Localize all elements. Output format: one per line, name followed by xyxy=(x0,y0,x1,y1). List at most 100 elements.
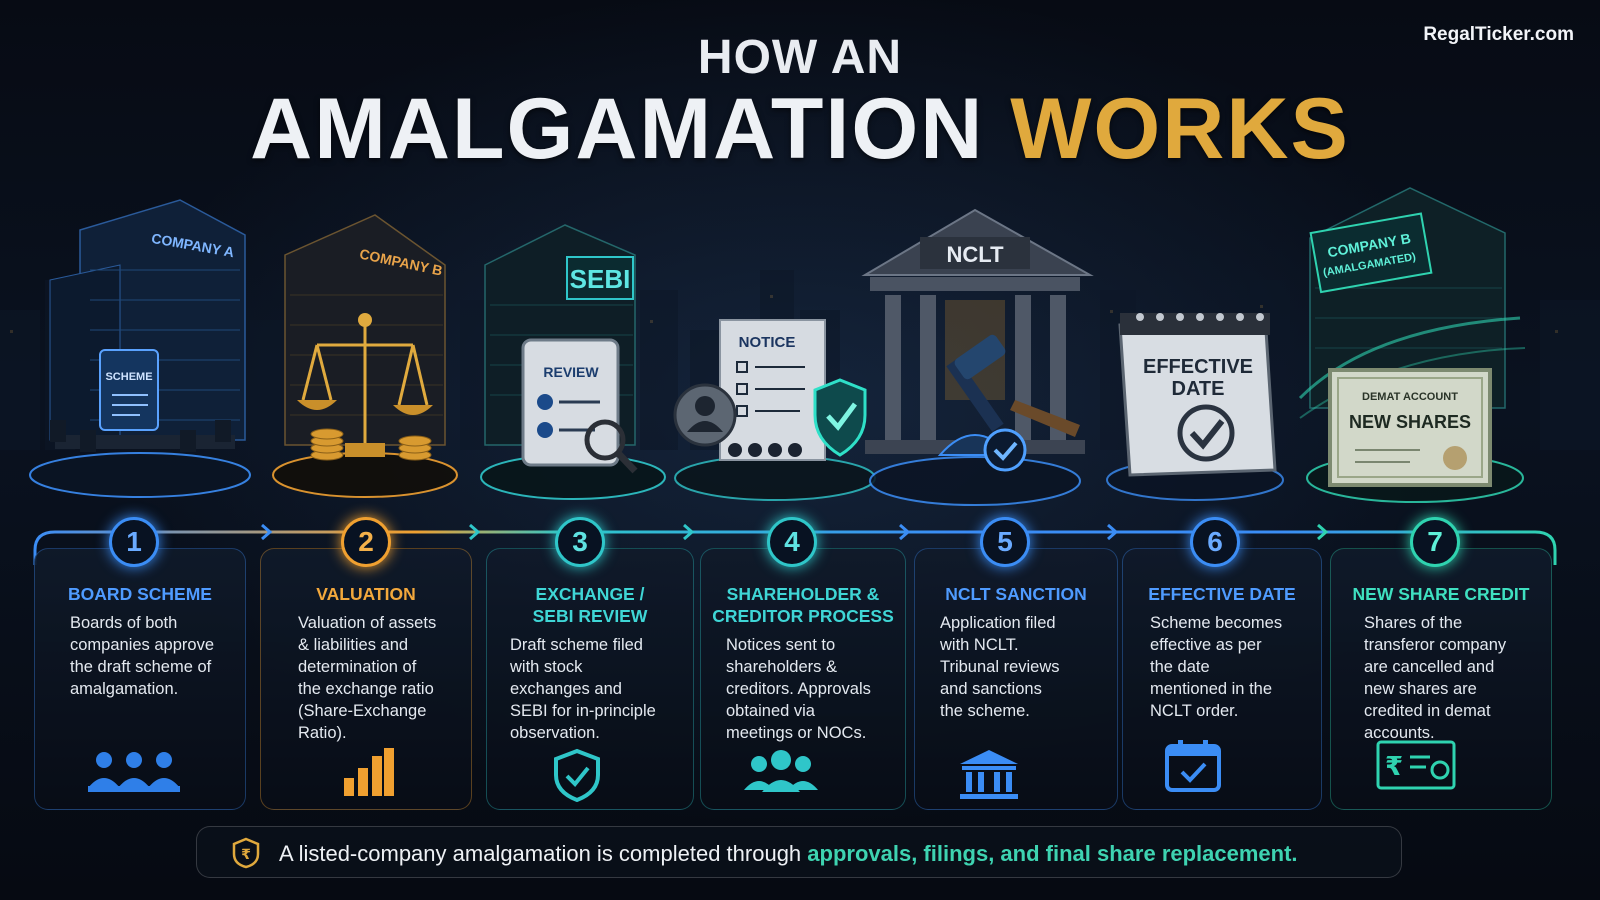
body-line: Shares of the xyxy=(1364,614,1463,632)
step-card-1 xyxy=(34,548,246,810)
body-line: accounts. xyxy=(1364,724,1435,742)
body-line: amalgamation. xyxy=(70,680,179,698)
calendar-check-icon xyxy=(1164,738,1222,799)
body-line: with NCLT. xyxy=(940,636,1019,654)
notice-label: NOTICE xyxy=(739,334,796,351)
scheme-label: SCHEME xyxy=(105,371,152,383)
step-title-6: EFFECTIVE DATE xyxy=(1122,583,1322,605)
illustration-company-b-scales: COMPANY B xyxy=(265,205,465,505)
nclt-label: NCLT xyxy=(946,242,1004,267)
summary-text: A listed-company amalgamation is complet… xyxy=(279,841,1298,867)
step-title-3: EXCHANGE / SEBI REVIEW xyxy=(486,583,694,627)
body-line: with stock xyxy=(510,658,583,676)
body-line: NCLT order. xyxy=(1150,702,1239,720)
step-card-7 xyxy=(1330,548,1552,810)
body-line: credited in demat xyxy=(1364,702,1491,720)
group-icon xyxy=(744,748,818,801)
step-body-3: Draft scheme filed with stock exchanges … xyxy=(510,634,656,744)
step-body-2: Valuation of assets & liabilities and de… xyxy=(298,612,436,744)
step-number-5: 5 xyxy=(980,517,1030,567)
svg-text:₹: ₹ xyxy=(241,847,251,863)
body-line: Ratio). xyxy=(298,724,347,742)
step-body-7: Shares of the transferor company are can… xyxy=(1364,612,1506,744)
body-line: meetings or NOCs. xyxy=(726,724,867,742)
courthouse-icon xyxy=(958,748,1020,805)
step-number-6: 6 xyxy=(1190,517,1240,567)
step-number-7: 7 xyxy=(1410,517,1460,567)
body-line: mentioned in the xyxy=(1150,680,1273,698)
demat-account-label: DEMAT ACCOUNT xyxy=(1362,391,1458,403)
body-line: transferor company xyxy=(1364,636,1507,654)
review-label: REVIEW xyxy=(543,364,599,380)
body-line: companies approve xyxy=(70,636,215,654)
step-title-1: BOARD SCHEME xyxy=(34,583,246,605)
illustration-nclt: NCLT xyxy=(850,205,1105,510)
illustration-company-a: COMPANY A SCHEME xyxy=(20,190,265,505)
step-card-2 xyxy=(260,548,472,810)
step-title-1-line1: BOARD SCHEME xyxy=(68,584,212,604)
shield-check-icon xyxy=(552,748,602,807)
title-line-1: HOW AN xyxy=(697,31,903,84)
body-line: Boards of both xyxy=(70,614,178,632)
svg-text:₹: ₹ xyxy=(1385,752,1403,782)
illustration-sebi-review: SEBI REVIEW xyxy=(475,205,675,505)
summary-text-plain: A listed-company amalgamation is complet… xyxy=(279,841,808,866)
step-body-4: Notices sent to shareholders & creditors… xyxy=(726,634,871,744)
step-title-3-line2: SEBI REVIEW xyxy=(532,606,648,626)
step-title-5-line1: NCLT SANCTION xyxy=(945,584,1087,604)
body-line: effective as per xyxy=(1150,636,1262,654)
body-line: the draft scheme of xyxy=(70,658,212,676)
body-line: are cancelled and xyxy=(1364,658,1495,676)
rupee-shield-icon: ₹ xyxy=(231,837,261,874)
step-title-7-line1: NEW SHARE CREDIT xyxy=(1352,584,1530,604)
body-line: determination of xyxy=(298,658,417,676)
step-title-2: VALUATION xyxy=(260,583,472,605)
step-body-6: Scheme becomes effective as per the date… xyxy=(1150,612,1282,722)
step-body-5: Application filed with NCLT. Tribunal re… xyxy=(940,612,1060,722)
effective-label-line1: EFFECTIVE xyxy=(1143,356,1253,378)
body-line: Scheme becomes xyxy=(1150,614,1283,632)
bar-chart-icon xyxy=(340,748,396,803)
step-number-3: 3 xyxy=(555,517,605,567)
step-title-4-line2: CREDITOR PROCESS xyxy=(712,606,894,626)
body-line: Valuation of assets xyxy=(298,614,437,632)
body-line: and sanctions xyxy=(940,680,1042,698)
step-title-4: SHAREHOLDER & CREDITOR PROCESS xyxy=(700,583,906,627)
body-line: observation. xyxy=(510,724,600,742)
step-number-2: 2 xyxy=(341,517,391,567)
body-line: Tribunal reviews xyxy=(940,658,1060,676)
body-line: (Share-Exchange xyxy=(298,702,427,720)
new-shares-label: NEW SHARES xyxy=(1349,412,1471,432)
illustration-company-b-amalgamated: COMPANY B (AMALGAMATED) DEMAT ACCOUNT NE… xyxy=(1290,178,1535,508)
body-line: exchanges and xyxy=(510,680,622,698)
body-line: shareholders & xyxy=(726,658,837,676)
body-line: Notices sent to xyxy=(726,636,836,654)
effective-label-line2: DATE xyxy=(1172,378,1225,400)
step-body-1: Boards of both companies approve the dra… xyxy=(70,612,214,700)
step-card-3 xyxy=(486,548,694,810)
body-line: Draft scheme filed xyxy=(510,636,643,654)
summary-text-highlight: approvals, filings, and final share repl… xyxy=(807,841,1298,866)
step-title-2-line1: VALUATION xyxy=(316,584,416,604)
body-line: the scheme. xyxy=(940,702,1030,720)
brand-watermark: RegalTicker.com xyxy=(1423,24,1574,45)
step-title-4-line1: SHAREHOLDER & xyxy=(726,584,880,604)
people-icon xyxy=(84,748,184,801)
body-line: new shares are xyxy=(1364,680,1477,698)
step-title-6-line1: EFFECTIVE DATE xyxy=(1148,584,1296,604)
body-line: SEBI for in-principle xyxy=(510,702,656,720)
step-number-4: 4 xyxy=(767,517,817,567)
title-accent: WORKS xyxy=(1010,81,1350,177)
title-line-2: AMALGAMATION WORKS xyxy=(0,80,1600,179)
step-number-1: 1 xyxy=(109,517,159,567)
step-title-7: NEW SHARE CREDIT xyxy=(1330,583,1552,605)
body-line: creditors. Approvals xyxy=(726,680,871,698)
body-line: the date xyxy=(1150,658,1210,676)
summary-footer: ₹ A listed-company amalgamation is compl… xyxy=(196,826,1402,878)
sebi-label: SEBI xyxy=(570,264,631,294)
illustration-notice: NOTICE xyxy=(665,300,880,505)
body-line: the exchange ratio xyxy=(298,680,434,698)
body-line: Application filed xyxy=(940,614,1056,632)
body-line: obtained via xyxy=(726,702,815,720)
